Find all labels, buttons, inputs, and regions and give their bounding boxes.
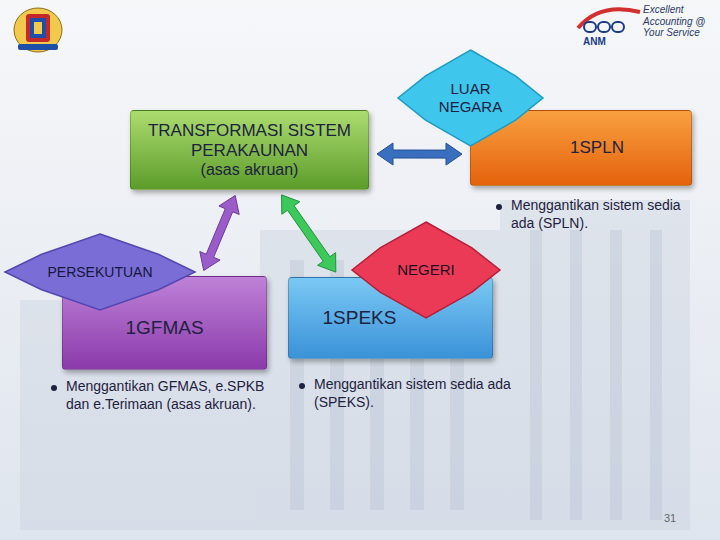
coat-of-arms bbox=[14, 8, 62, 52]
logo-slogan-block: Excellent Accounting @ Your Service bbox=[643, 4, 717, 39]
page-number-block: 31 bbox=[664, 512, 694, 526]
system-box: TRANSFORMASI SISTEM PERAKAUNAN(asas akru… bbox=[130, 110, 369, 190]
node-title: PERSEKUTUAN bbox=[47, 264, 152, 281]
node-title: 1SPEKS bbox=[323, 307, 397, 329]
double-arrow bbox=[377, 143, 462, 165]
region-star: LUAR NEGARA bbox=[398, 50, 543, 146]
region-star: NEGERI bbox=[352, 222, 500, 318]
node-title: LUAR NEGARA bbox=[423, 80, 519, 115]
note-text: Menggantikan GFMAS, e.SPKB dan e.Terimaa… bbox=[66, 378, 270, 413]
logo-name: ANM bbox=[583, 36, 633, 49]
node-title: 1GFMAS bbox=[125, 317, 203, 339]
double-arrow bbox=[200, 196, 239, 271]
region-star: PERSEKUTUAN bbox=[5, 234, 195, 310]
note-text-block: Menggantikan sistem sedia ada (SPEKS). bbox=[298, 376, 513, 411]
bullet-dot bbox=[495, 203, 503, 211]
bullet-dot bbox=[50, 384, 58, 392]
node-title: NEGERI bbox=[397, 261, 455, 279]
node-title: TRANSFORMASI SISTEM PERAKAUNAN bbox=[139, 121, 360, 161]
logo-slogan: Excellent Accounting @ Your Service bbox=[643, 4, 717, 39]
node-subtitle: (asas akruan) bbox=[201, 161, 299, 180]
note-text: Menggantikan sistem sedia ada (SPLN). bbox=[511, 197, 700, 232]
page-number: 31 bbox=[664, 512, 694, 526]
bullet-dot bbox=[298, 382, 306, 390]
anm-logo bbox=[578, 9, 640, 32]
logo-name-block: ANM bbox=[583, 36, 633, 49]
note-text-block: Menggantikan sistem sedia ada (SPLN). bbox=[495, 197, 700, 232]
note-text-block: Menggantikan GFMAS, e.SPKB dan e.Terimaa… bbox=[50, 378, 270, 413]
node-title: 1SPLN bbox=[570, 138, 624, 158]
double-arrow bbox=[282, 195, 336, 272]
note-text: Menggantikan sistem sedia ada (SPEKS). bbox=[314, 376, 513, 411]
